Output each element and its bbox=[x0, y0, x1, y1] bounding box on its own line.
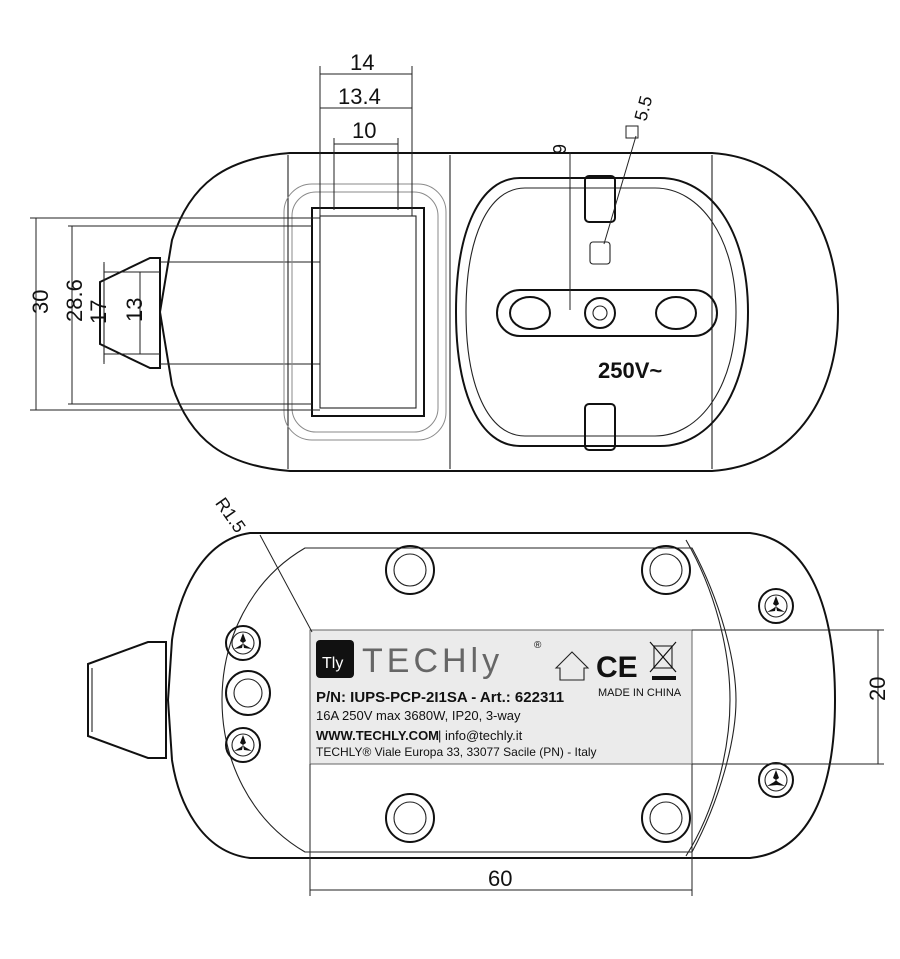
email: | info@techly.it bbox=[438, 728, 523, 743]
registered-mark: ® bbox=[534, 640, 542, 651]
website: WWW.TECHLY.COM bbox=[316, 728, 439, 743]
switch-rocker bbox=[319, 215, 417, 409]
top-body-outline bbox=[158, 152, 840, 472]
brand-name: TECHly bbox=[362, 642, 503, 680]
switch-housing bbox=[283, 183, 447, 441]
socket-clip-bottom bbox=[584, 403, 616, 451]
screw-icon bbox=[225, 727, 261, 763]
earth-tab bbox=[589, 241, 611, 265]
socket-inner bbox=[465, 187, 737, 437]
top-plug bbox=[99, 257, 161, 369]
foot-top-right-inner bbox=[649, 553, 683, 587]
foot-mid-left bbox=[225, 670, 271, 716]
dim-9: 9 bbox=[550, 144, 570, 154]
pin-hole-right bbox=[655, 296, 697, 330]
switch-housing-inner bbox=[291, 191, 439, 433]
dim-13-4: 13.4 bbox=[338, 84, 381, 109]
dim-5-5: 5.5 bbox=[631, 94, 657, 123]
rubber-feet bbox=[225, 545, 691, 843]
dim-17: 17 bbox=[86, 300, 111, 324]
pin-hole-center bbox=[584, 297, 616, 329]
dim-60: 60 bbox=[488, 866, 512, 891]
weee-bin-icon bbox=[649, 641, 677, 680]
bottom-plug bbox=[87, 641, 167, 759]
screw-icon bbox=[758, 588, 794, 624]
part-number: P/N: IUPS-PCP-2I1SA - Art.: 622311 bbox=[316, 689, 564, 706]
home-icon bbox=[554, 651, 590, 681]
pin-hole-left bbox=[509, 296, 551, 330]
dim-10: 10 bbox=[352, 118, 376, 143]
dim-28-6: 28.6 bbox=[62, 279, 87, 322]
bottom-body-outline bbox=[166, 532, 837, 859]
techly-logo-icon bbox=[316, 640, 354, 678]
dim-leader-r1-5 bbox=[259, 534, 313, 633]
made-in-label: MADE IN CHINA bbox=[598, 687, 682, 699]
bottom-rear-arc bbox=[685, 539, 731, 857]
screw-icon bbox=[225, 625, 261, 661]
logo-mark: Tly bbox=[322, 655, 343, 672]
screw-icon bbox=[758, 762, 794, 798]
dim-20: 20 bbox=[865, 677, 890, 701]
square-symbol-icon bbox=[625, 125, 639, 139]
address: TECHLY® Viale Europa 33, 33077 Sacile (P… bbox=[316, 745, 597, 759]
foot-mid-left-inner bbox=[233, 678, 263, 708]
bottom-inner-arc bbox=[221, 547, 737, 853]
foot-bottom-right-inner bbox=[649, 801, 683, 835]
specs-line: 16A 250V max 3680W, IP20, 3-way bbox=[316, 708, 521, 723]
socket-voltage-label: 250V~ bbox=[598, 358, 662, 383]
dim-13: 13 bbox=[122, 298, 147, 322]
dim-14: 14 bbox=[350, 50, 374, 75]
bottom-view: Tly TECHly ® CE MADE IN CHINA P/N: IUPS-… bbox=[87, 494, 890, 896]
label-plate bbox=[309, 629, 693, 765]
pin-hole-center-inner bbox=[592, 305, 608, 321]
foot-bottom-right bbox=[641, 793, 691, 843]
switch-frame bbox=[311, 207, 425, 417]
foot-top-left-inner bbox=[393, 553, 427, 587]
ce-mark: CE bbox=[596, 651, 638, 684]
dim-r1-5: R1.5 bbox=[211, 494, 249, 537]
top-view: 250V~ 14 13.4 10 9 5.5 30 28.6 17 13 bbox=[28, 50, 840, 472]
foot-bottom-left bbox=[385, 793, 435, 843]
socket-outline bbox=[454, 177, 750, 447]
dim-30: 30 bbox=[28, 290, 53, 314]
foot-top-right bbox=[641, 545, 691, 595]
foot-bottom-left-inner bbox=[393, 801, 427, 835]
dim-leader-5-5 bbox=[603, 135, 637, 245]
tri-screws bbox=[225, 588, 794, 798]
foot-top-left bbox=[385, 545, 435, 595]
socket-clip-top bbox=[584, 175, 616, 223]
pin-slot-bar bbox=[496, 289, 718, 337]
product-label: Tly TECHly ® CE MADE IN CHINA P/N: IUPS-… bbox=[309, 629, 693, 765]
